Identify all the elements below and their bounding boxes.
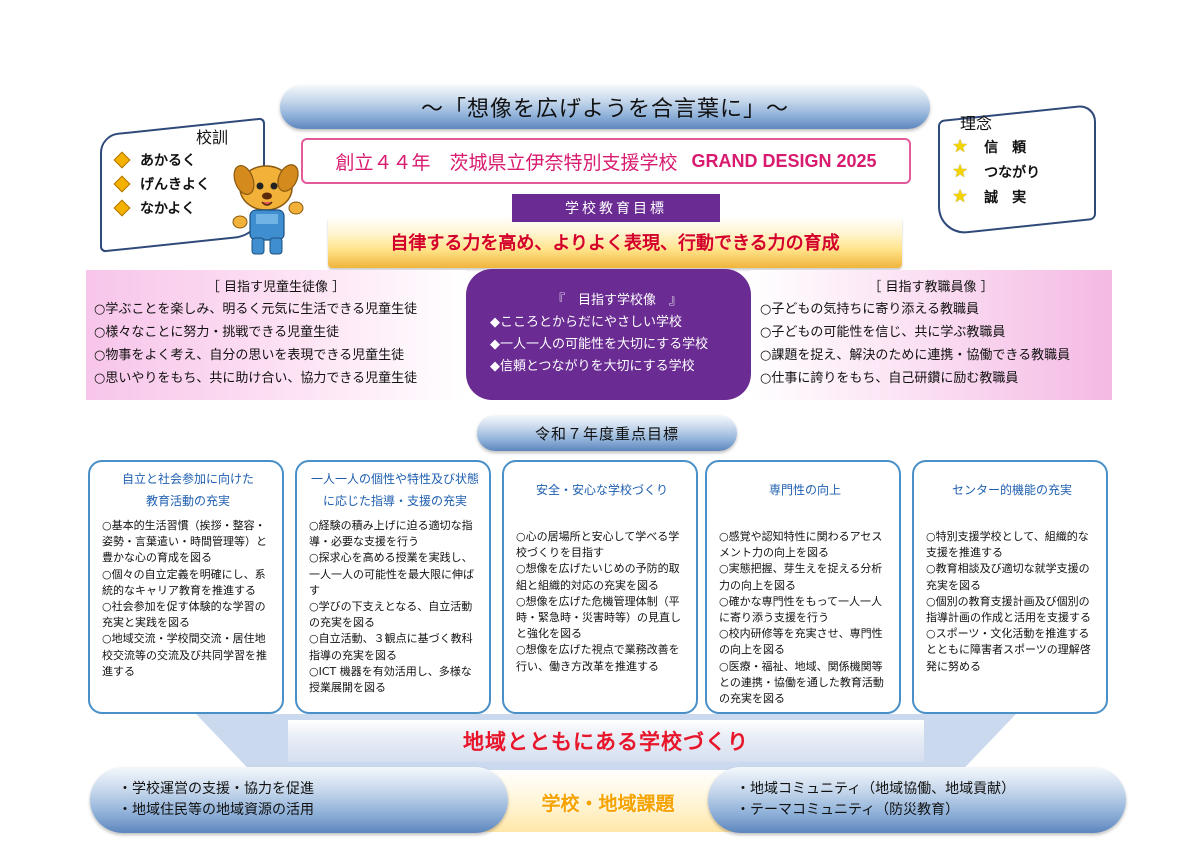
list-item: ○個々の自立定義を明確にし、系統的なキャリア教育を推進する (102, 567, 266, 597)
list-item: ○実態把握、芽生えを捉える分析力の向上を図る (719, 562, 883, 592)
list-item: ・地域住民等の地域資源の活用 (118, 802, 314, 818)
principle-list: ★信 頼 ★つながり ★誠 実 (952, 132, 1040, 211)
motto-item: なかよく (113, 198, 210, 218)
list-item: ○校内研修等を充実させ、専門性の向上を図る (719, 627, 883, 657)
bottom-left-pill: ・学校運営の支援・協力を促進 ・地域住民等の地域資源の活用 (90, 767, 508, 833)
priority-card-1: 自立と社会参加に向けた 教育活動の充実 ○基本的生活習慣（挨拶・整容・姿勢・言葉… (88, 460, 284, 714)
card-heading: 専門性の向上 (768, 483, 841, 497)
school-goal-label: 学校教育目標 (512, 194, 720, 222)
list-item: ○心の居場所と安心して学べる学校づくりを目指す (516, 530, 680, 560)
list-item: ○学びの下支えとなる、自立活動の充実を図る (309, 600, 473, 630)
student-image-heading: ［ 目指す児童生徒像 ］ (206, 280, 346, 295)
card-heading: 一人一人の個性や特性及び状態 に応じた指導・支援の充実 (310, 472, 479, 508)
list-item: ○特別支援学校として、組織的な支援を推進する (926, 530, 1089, 560)
list-item: ○子どもの気持ちに寄り添える教職員 (760, 302, 979, 317)
priority-card-3: 安全・安心な学校づくり ○心の居場所と安心して学べる学校づくりを目指す ○想像を… (502, 460, 698, 714)
list-item: ・地域コミュニティ（地域協働、地域貢献） (736, 781, 1016, 797)
list-item: ○社会参加を促す体験的な学習の充実と実践を図る (102, 600, 266, 630)
motto-title: 校訓 (196, 128, 229, 147)
teacher-image-panel: ［ 目指す教職員像 ］ ○子どもの気持ちに寄り添える教職員 ○子どもの可能性を信… (750, 270, 1112, 400)
star-icon: ★ (952, 136, 969, 157)
list-item: ○基本的生活習慣（挨拶・整容・姿勢・言葉遣い・時間管理等）と豊かな心の育成を図る (102, 519, 267, 565)
diamond-bullet-icon (113, 199, 131, 217)
teacher-image-heading: ［ 目指す教職員像 ］ (868, 280, 994, 295)
list-item: ○想像を広げたいじめの予防的取組と組織的対応の充実を図る (516, 562, 680, 592)
slogan-banner: ～「想像を広げようを合言葉に」～ (280, 85, 930, 129)
list-item: ○思いやりをもち、共に助け合い、協力できる児童生徒 (94, 371, 418, 386)
list-item: ○スポーツ・文化活動を推進するとともに障害者スポーツの理解啓発に努める (926, 627, 1091, 673)
tagline-band: 地域とともにある学校づくり (288, 720, 924, 762)
list-item: ・学校運営の支援・協力を促進 (118, 781, 314, 797)
list-item: ○感覚や認知特性に関わるアセスメント力の向上を図る (719, 530, 883, 560)
school-image-panel: 『 目指す学校像 』 ◆こころとからだにやさしい学校 ◆一人一人の可能性を大切に… (466, 269, 751, 400)
bottom-right-pill: ・地域コミュニティ（地域協働、地域貢献） ・テーマコミュニティ（防災教育） (708, 767, 1126, 833)
principle-item: ★誠 実 (952, 186, 1027, 207)
list-item: ○地域交流・学校間交流・居住地校交流等の交流及び共同学習を推進する (102, 632, 267, 678)
dog-mascot-icon (232, 164, 304, 255)
student-image-panel: ［ 目指す児童生徒像 ］ ○学ぶことを楽しみ、明るく元気に生活できる児童生徒 ○… (86, 270, 466, 400)
page-title: 創立４４年 茨城県立伊奈特別支援学校 GRAND DESIGN 2025 (301, 138, 911, 184)
school-goal-text: 自律する力を高め、よりよく表現、行動できる力の育成 (390, 233, 840, 254)
card-heading: 安全・安心な学校づくり (535, 483, 668, 497)
slogan-text: ～「想像を広げようを合言葉に」～ (420, 97, 789, 122)
motto-list: あかるく げんきよく なかよく (113, 146, 210, 222)
list-item: ○仕事に誇りをもち、自己研鑽に励む教職員 (760, 371, 1019, 386)
list-item: ◆こころとからだにやさしい学校 (490, 315, 682, 330)
list-item: ○経験の積み上げに迫る適切な指導・必要な支援を行う (309, 519, 473, 549)
tagline-text: 地域とともにある学校づくり (463, 730, 749, 754)
list-item: ◆一人一人の可能性を大切にする学校 (490, 337, 709, 352)
principle-title: 理念 (960, 114, 993, 133)
diamond-bullet-icon (113, 151, 131, 169)
diamond-bullet-icon (113, 175, 131, 193)
list-item: ○子どもの可能性を信じ、共に学ぶ教職員 (760, 325, 1006, 340)
principle-item: ★つながり (952, 161, 1041, 182)
title-text: 創立４４年 茨城県立伊奈特別支援学校 (335, 151, 678, 174)
priority-label: 令和７年度重点目標 (477, 415, 737, 451)
principle-item: ★信 頼 (952, 136, 1027, 157)
list-item: ○自立活動、３観点に基づく教科指導の充実を図る (309, 632, 473, 662)
list-item: ○学ぶことを楽しみ、明るく元気に生活できる児童生徒 (94, 302, 418, 317)
list-item: ○想像を広げた視点で業務改善を行い、働き方改革を推進する (516, 643, 680, 673)
list-item: ○課題を捉え、解決のために連携・協働できる教職員 (760, 348, 1071, 363)
list-item: ○教育相談及び適切な就学支援の充実を図る (926, 562, 1090, 592)
list-item: ・テーマコミュニティ（防災教育） (736, 802, 960, 818)
list-item: ○探求心を高める授業を実践し、一人一人の可能性を最大限に伸ばす (309, 551, 474, 597)
list-item: ○物事をよく考え、自分の思いを表現できる児童生徒 (94, 348, 405, 363)
list-item: ○個別の教育支援計画及び個別の指導計画の作成と活用を支援する (926, 594, 1091, 625)
school-community-issues: 学校・地域課題 (541, 792, 675, 815)
priority-card-5: センター的機能の充実 ○特別支援学校として、組織的な支援を推進する ○教育相談及… (912, 460, 1108, 714)
star-icon: ★ (952, 186, 969, 207)
list-item: ○想像を広げた危機管理体制（平時・緊急時・災害時等）の見直しと強化を図る (516, 594, 681, 641)
school-image-heading: 『 目指す学校像 』 (552, 293, 683, 308)
grand-design-label: GRAND DESIGN 2025 (691, 150, 877, 171)
priority-card-4: 専門性の向上 ○感覚や認知特性に関わるアセスメント力の向上を図る ○実態把握、芽… (705, 460, 901, 714)
list-item: ○様々なことに努力・挑戦できる児童生徒 (94, 325, 340, 340)
school-goal-bar: 自律する力を高め、よりよく表現、行動できる力の育成 (328, 216, 902, 268)
card-heading: 自立と社会参加に向けた 教育活動の充実 (121, 472, 254, 508)
motto-item: げんきよく (113, 174, 210, 194)
list-item: ○医療・福祉、地域、関係機関等との連携・協働を通した教育活動の充実を図る (719, 659, 884, 706)
list-item: ○ICT 機器を有効活用し、多様な授業展開を図る (309, 664, 472, 695)
priority-card-2: 一人一人の個性や特性及び状態 に応じた指導・支援の充実 ○経験の積み上げに迫る適… (295, 460, 491, 714)
motto-item: あかるく (113, 150, 210, 170)
card-heading: センター的機能の充実 (951, 483, 1072, 497)
list-item: ○確かな専門性をもって一人一人に寄り添う支援を行う (719, 594, 883, 625)
list-item: ◆信頼とつながりを大切にする学校 (490, 359, 695, 374)
star-icon: ★ (952, 161, 969, 182)
